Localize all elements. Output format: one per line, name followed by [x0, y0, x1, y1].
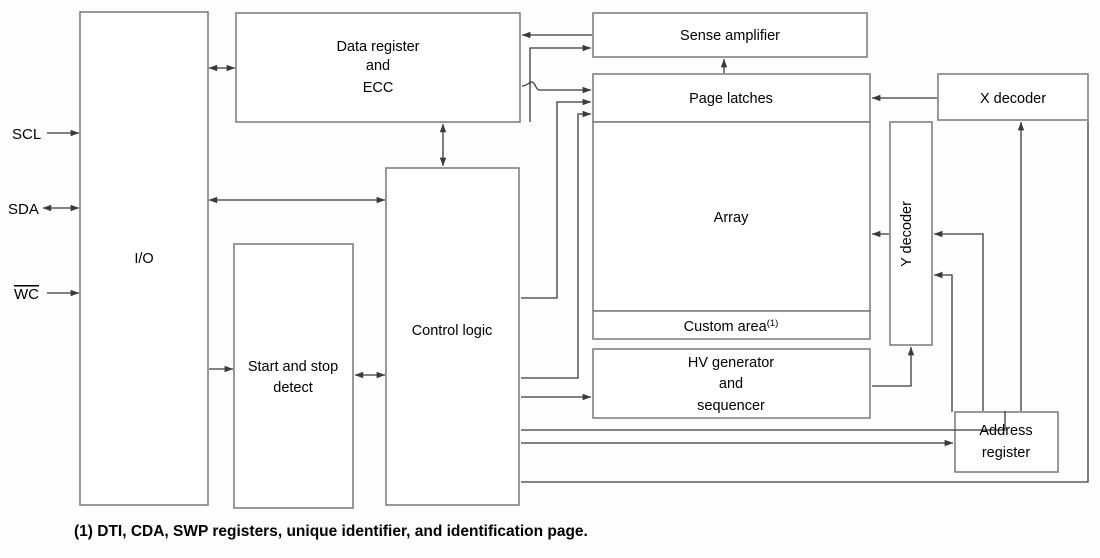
block-io: [79, 11, 209, 506]
block-custom-area: [592, 310, 871, 340]
label-hv-generator-line3: sequencer: [697, 398, 765, 414]
label-signal-sda: SDA: [8, 201, 39, 218]
wire-data-register-to-page-latches: [521, 81, 592, 94]
label-custom-area: Custom area(1): [684, 318, 779, 335]
block-address-register: [954, 411, 1059, 473]
wire-control-logic-to-page-latches-b: [521, 110, 592, 379]
label-address-register-line2: register: [982, 445, 1031, 461]
label-data-register-line2: and: [366, 58, 390, 74]
label-array: Array: [714, 210, 749, 226]
wire-control-logic-to-address-register-a: [521, 411, 1006, 431]
block-array: [592, 121, 871, 312]
footnote-text: (1) DTI, CDA, SWP registers, unique iden…: [74, 523, 588, 540]
wire-data-register-to-sense-amp: [529, 44, 592, 122]
block-y-decoder: [889, 121, 933, 346]
label-data-register: Data register: [336, 39, 419, 55]
block-hv-generator: [592, 348, 871, 419]
label-signal-wc: WC: [14, 286, 39, 303]
label-custom-area-superscript: (1): [767, 318, 779, 329]
wire-hv-generator-to-y-decoder: [872, 346, 915, 387]
block-x-decoder: [937, 73, 1089, 121]
label-hv-generator: HV generator: [688, 355, 774, 371]
block-data-register: [235, 12, 521, 123]
label-data-register-line3: ECC: [363, 80, 394, 96]
label-start-stop-line2: detect: [273, 380, 313, 396]
wire-control-logic-to-page-latches-a: [521, 98, 592, 299]
label-control-logic: Control logic: [412, 323, 493, 339]
block-sense-amplifier: [592, 12, 868, 58]
label-sense-amplifier: Sense amplifier: [680, 28, 780, 44]
wire-bus-to-y-decoder: [933, 271, 953, 412]
block-start-stop: [233, 243, 354, 509]
label-signal-scl: SCL: [12, 126, 41, 143]
label-x-decoder: X decoder: [980, 91, 1046, 107]
block-control-logic: [385, 167, 520, 506]
label-io: I/O: [134, 251, 153, 267]
label-hv-generator-line2: and: [719, 376, 743, 392]
label-y-decoder: Y decoder: [899, 201, 915, 267]
wire-address-register-to-y-decoder: [933, 230, 984, 411]
label-custom-area-text: Custom area: [684, 319, 768, 335]
label-page-latches: Page latches: [689, 91, 773, 107]
wire-control-logic-bottom-bus: [521, 121, 1089, 483]
label-start-stop: Start and stop: [248, 359, 338, 375]
label-address-register: Address: [979, 423, 1032, 439]
